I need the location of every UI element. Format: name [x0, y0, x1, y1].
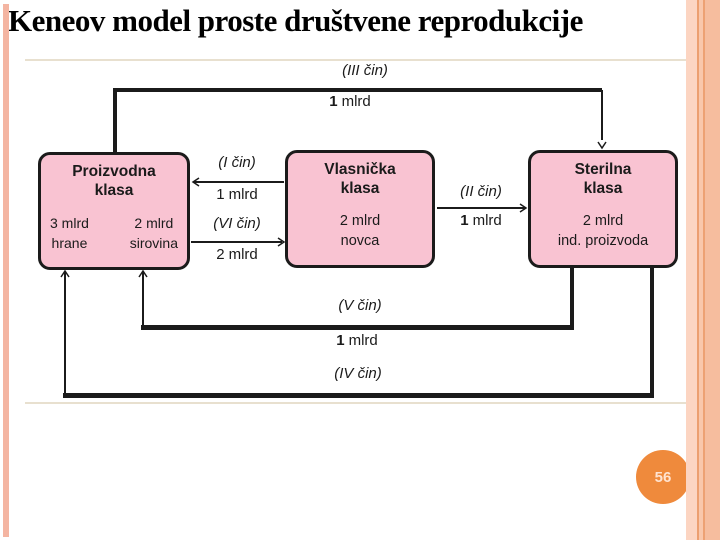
page-number-badge: 56 [636, 450, 690, 504]
flow-i-act-label: (I čin) [218, 154, 256, 171]
connector-line-iii [601, 90, 603, 140]
connector-line-ii [437, 207, 526, 209]
connector-line-v [141, 325, 574, 330]
slide-title: Keneov model proste društvene reprodukci… [8, 3, 583, 38]
right-accent-stripe [703, 0, 705, 540]
title-underline [25, 59, 688, 61]
flow-ii-act-label: (II čin) [460, 183, 502, 200]
arrow-up-icon [138, 269, 148, 278]
class-box-vlasnicka: Vlasnička klasa 2 mlrd novca [285, 150, 435, 268]
right-accent-stripe [699, 0, 703, 540]
connector-line-v [142, 271, 144, 325]
flow-iii-act-label: (III čin) [342, 62, 388, 79]
connector-line-iii [113, 88, 602, 92]
connector-line-i [193, 181, 284, 183]
box-item-sirovina: 2 mlrd sirovina [129, 215, 178, 251]
class-box-proizvodna: Proizvodna klasa 3 mlrd hrane 2 mlrd sir… [38, 152, 190, 270]
class-box-sterilna: Sterilna klasa 2 mlrd ind. proizvoda [528, 150, 678, 268]
arrow-up-icon [60, 269, 70, 278]
box-contents: 3 mlrd hrane 2 mlrd sirovina [41, 213, 187, 253]
arrow-down-icon [597, 141, 607, 150]
box-contents: 2 mlrd novca [339, 213, 381, 249]
right-accent-stripe [705, 0, 720, 540]
arrow-left-icon [191, 177, 200, 187]
box-contents: 2 mlrd ind. proizvoda [557, 213, 649, 249]
left-accent-stripe [3, 4, 9, 537]
connector-line-vi [191, 241, 282, 243]
right-accent-stripe [686, 0, 697, 540]
flow-iv-act-label: (IV čin) [334, 365, 382, 382]
content-underline [25, 402, 688, 404]
flow-vi-act-label: (VI čin) [213, 215, 261, 232]
arrow-right-icon [277, 237, 286, 247]
connector-line-iv [63, 393, 654, 398]
connector-line-v [570, 268, 574, 329]
box-title: Proizvodna klasa [72, 163, 156, 199]
box-item-hrane: 3 mlrd hrane [50, 215, 89, 251]
box-title: Sterilna klasa [574, 161, 632, 197]
connector-line-iii [113, 88, 117, 152]
connector-line-iv [64, 271, 66, 393]
arrow-right-icon [519, 203, 528, 213]
flow-v-act-label: (V čin) [338, 297, 382, 314]
right-accent-stripe [697, 0, 699, 540]
box-title: Vlasnička klasa [324, 161, 396, 197]
connector-line-iv [650, 268, 654, 396]
